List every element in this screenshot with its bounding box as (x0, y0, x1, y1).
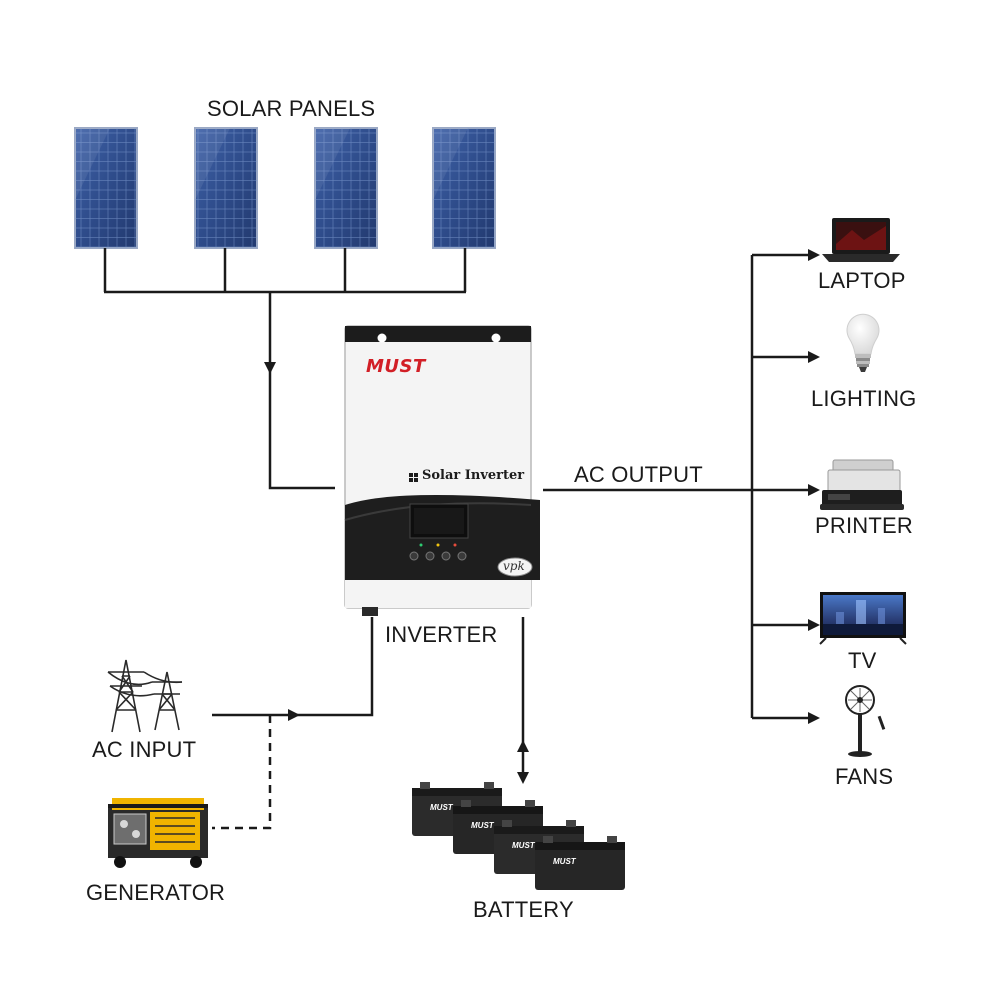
battery-label: BATTERY (473, 897, 574, 922)
battery-icon (535, 836, 625, 890)
solar-panel-icon (194, 127, 258, 249)
lighting-label: LIGHTING (811, 386, 917, 411)
fan-icon (845, 685, 886, 757)
batteries (412, 782, 625, 890)
printer-label: PRINTER (815, 513, 913, 538)
ac-output-label: AC OUTPUT (574, 462, 703, 487)
solar-panel-icon (74, 127, 138, 249)
light-bulb-icon (846, 313, 880, 372)
tv-icon (819, 592, 907, 645)
solar-panel-icon (432, 127, 496, 249)
ac-output-wiring (543, 249, 820, 724)
battery-brand: MUST (430, 803, 453, 812)
power-tower-icon (107, 659, 183, 733)
ac-input-wiring (212, 617, 374, 830)
solar-panels (74, 127, 496, 249)
inverter-brand: MUST (366, 356, 426, 377)
laptop-icon (822, 218, 900, 262)
tv-label: TV (848, 648, 877, 673)
ac-input-label: AC INPUT (92, 737, 197, 762)
inverter-model: Solar Inverter (422, 468, 525, 483)
inverter-label: INVERTER (385, 622, 498, 647)
solar-panels-label: SOLAR PANELS (207, 96, 376, 121)
generator-icon (108, 798, 208, 868)
battery-wiring (517, 617, 529, 784)
inverter-icon (344, 325, 540, 616)
battery-brand: MUST (471, 821, 494, 830)
battery-brand: MUST (512, 841, 535, 850)
generator-label: GENERATOR (86, 880, 226, 905)
printer-icon (820, 459, 904, 510)
battery-brand: MUST (553, 857, 576, 866)
solar-wiring (103, 248, 467, 490)
inverter-badge: vpk (503, 559, 525, 573)
laptop-label: LAPTOP (818, 268, 906, 293)
solar-panel-icon (314, 127, 378, 249)
fans-label: FANS (835, 764, 894, 789)
